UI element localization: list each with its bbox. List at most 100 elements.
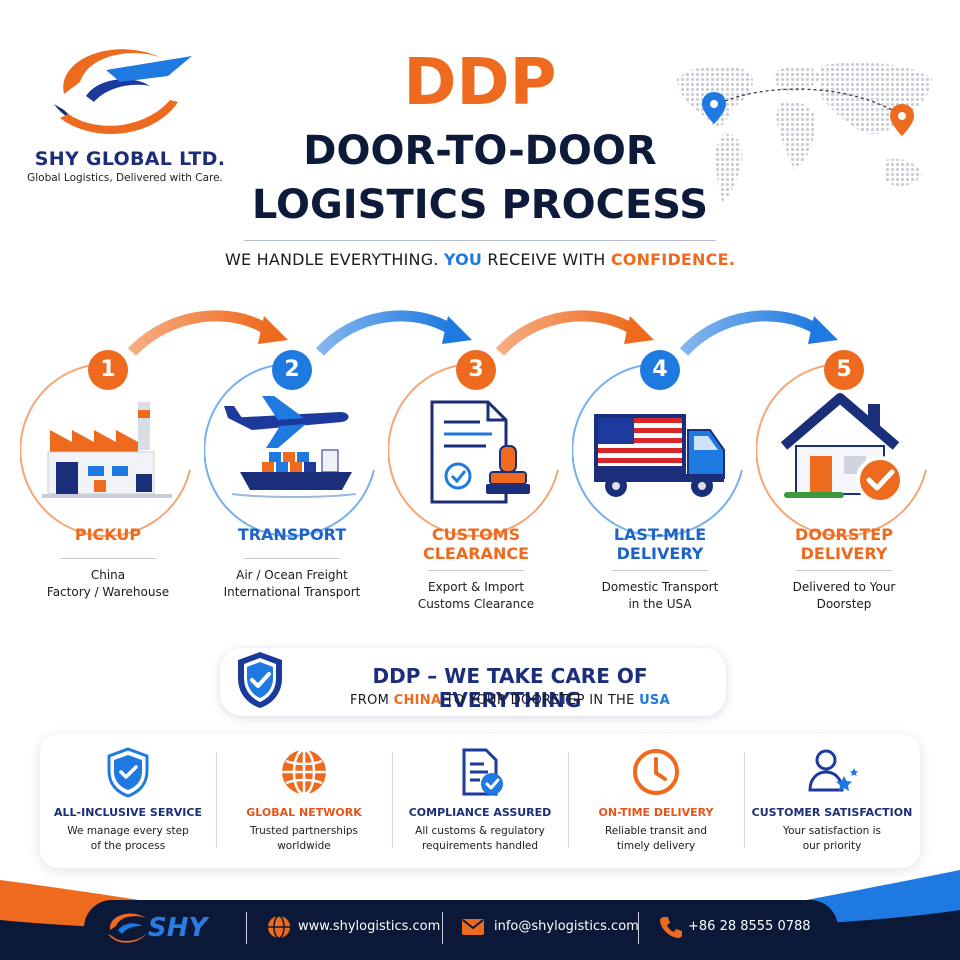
features-panel: ALL-INCLUSIVE SERVICE We manage every st… (40, 734, 920, 868)
step-divider (612, 570, 708, 571)
step-description: Domestic Transport in the USA (568, 579, 752, 613)
feature-description: All customs & regulatory requirements ha… (392, 824, 568, 854)
process-step-doorstep-delivery: 5 DOORSTEP DELIVERY Delivered to Your Do… (752, 350, 936, 630)
feature-title: ON-TIME DELIVERY (598, 806, 714, 819)
banner-title: DDP – WE TAKE CARE OF EVERYTHING (372, 664, 648, 712)
delivery-truck-icon (594, 414, 725, 497)
banner-sub-usa: USA (639, 693, 670, 708)
step-number: 2 (272, 350, 312, 390)
feature-title: GLOBAL NETWORK (246, 806, 362, 819)
factory-icon (42, 402, 172, 498)
step-ring (204, 362, 375, 537)
step-number: 5 (824, 350, 864, 390)
footer-separator (246, 912, 247, 944)
feature-divider (744, 752, 745, 848)
feature-title: CUSTOMER SATISFACTION (751, 806, 913, 819)
step-desc-line: Air / Ocean Freight (236, 568, 348, 582)
step-ring (572, 362, 743, 537)
plane-and-ship-icon (224, 396, 357, 498)
footer-email-link[interactable]: info@shylogistics.com (494, 919, 639, 934)
step-title: DOORSTEP DELIVERY (752, 525, 936, 563)
footer-separator (638, 912, 639, 944)
step-desc-line: Delivered to Your (792, 580, 896, 594)
feature-desc-line: timely delivery (616, 840, 696, 852)
footer-separator (442, 912, 443, 944)
feature-customer-satisfaction: CUSTOMER SATISFACTION Your satisfaction … (744, 734, 920, 868)
step-desc-line: Domestic Transport (601, 580, 719, 594)
feature-description: Your satisfaction is our priority (744, 824, 920, 854)
step-description: Export & Import Customs Clearance (384, 579, 568, 613)
banner-subtitle: FROM CHINA TO YOUR DOORSTEP IN THE USA (300, 692, 720, 709)
user-stars-icon (808, 749, 858, 792)
company-tagline: Global Logistics, Delivered with Care. (27, 172, 223, 184)
step-desc-line: International Transport (223, 585, 361, 599)
globe-icon (282, 748, 326, 796)
step-ring (20, 362, 191, 537)
step-title-line: DELIVERY (800, 544, 888, 563)
step-desc-line: Customs Clearance (417, 597, 535, 611)
step-desc-line: Doorstep (816, 597, 872, 611)
process-step-last-mile-delivery: 4 LAST-MILE DELIVERY Domestic Transport … (568, 350, 752, 630)
feature-desc-line: We manage every step (67, 825, 189, 837)
email-icon (462, 919, 484, 935)
feature-desc-line: our priority (802, 840, 862, 852)
step-description: Air / Ocean Freight International Transp… (200, 567, 384, 601)
banner-sub-from: FROM (350, 693, 390, 708)
step-number: 1 (88, 350, 128, 390)
shield-check-icon (107, 747, 149, 798)
step-number: 3 (456, 350, 496, 390)
step-number: 4 (640, 350, 680, 390)
feature-desc-line: Reliable transit and (604, 825, 708, 837)
clock-icon (633, 749, 679, 795)
step-title-line: DOORSTEP (795, 525, 893, 544)
step-ring (756, 362, 927, 537)
feature-all-inclusive-service: ALL-INCLUSIVE SERVICE We manage every st… (40, 734, 216, 868)
step-desc-line: in the USA (628, 597, 692, 611)
banner-sub-mid: TO YOUR DOORSTEP IN THE (445, 693, 635, 708)
title-ddp: DDP (403, 46, 557, 120)
step-desc-line: Factory / Warehouse (46, 585, 170, 599)
customs-document-stamp-icon (430, 400, 530, 504)
step-divider (796, 570, 892, 571)
footer-brand: SHY (148, 913, 208, 943)
feature-description: Reliable transit and timely delivery (568, 824, 744, 854)
phone-icon (660, 917, 682, 938)
feature-compliance-assured: COMPLIANCE ASSURED All customs & regulat… (392, 734, 568, 868)
title-divider (244, 240, 716, 241)
feature-desc-line: worldwide (277, 840, 331, 852)
step-title: CUSTOMS CLEARANCE (384, 525, 568, 563)
feature-title: ALL-INCLUSIVE SERVICE (54, 806, 202, 819)
header-tagline: WE HANDLE EVERYTHING. YOU RECEIVE WITH C… (210, 250, 750, 270)
step-divider (60, 558, 156, 559)
feature-divider (568, 752, 569, 848)
step-ring (388, 362, 559, 537)
step-desc-line: Export & Import (427, 580, 525, 594)
page-title-line1: DOOR-TO-DOOR (303, 128, 657, 174)
step-title-line: LAST-MILE (613, 525, 707, 544)
process-step-pickup: 1 PICKUP China Factory / Warehouse (16, 350, 200, 630)
feature-description: Trusted partnerships worldwide (216, 824, 392, 854)
feature-divider (392, 752, 393, 848)
footer-contact-bar (84, 900, 838, 956)
step-title-line: CLEARANCE (422, 544, 529, 563)
document-check-icon (462, 748, 503, 796)
step-desc-line: China (90, 568, 126, 582)
feature-desc-line: requirements handled (421, 840, 539, 852)
shield-check-icon (238, 652, 282, 708)
step-title: TRANSPORT (200, 525, 384, 544)
footer-website-link[interactable]: www.shylogistics.com (298, 919, 441, 934)
feature-global-network: GLOBAL NETWORK Trusted partnerships worl… (216, 734, 392, 868)
step-title-line: DELIVERY (616, 544, 704, 563)
company-logo-icon (108, 913, 148, 943)
step-divider (428, 570, 524, 571)
footer-phone-link[interactable]: +86 28 8555 0788 (688, 919, 811, 934)
feature-on-time-delivery: ON-TIME DELIVERY Reliable transit and ti… (568, 734, 744, 868)
house-check-icon (780, 393, 904, 504)
feature-description: We manage every step of the process (40, 824, 216, 854)
company-name: SHY GLOBAL LTD. (34, 148, 226, 170)
step-title-line: CUSTOMS (431, 525, 521, 544)
step-divider (244, 558, 340, 559)
company-logo-icon (54, 49, 192, 134)
step-title-line: TRANSPORT (237, 525, 347, 544)
world-map-icon (676, 62, 932, 202)
